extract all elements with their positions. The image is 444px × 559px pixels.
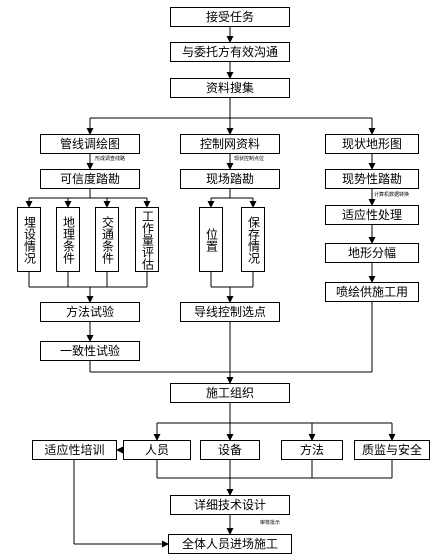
node-all-staff: 全体人员进场施工 (168, 534, 292, 554)
node-position: 位置 (199, 207, 223, 272)
node-communicate: 与委托方有效沟通 (170, 42, 290, 62)
node-preservation: 保存情况 (241, 207, 265, 272)
node-collect: 资料搜集 (170, 78, 290, 98)
node-quality-safety: 质监与安全 (354, 440, 430, 460)
node-adapt-process: 适应性处理 (325, 205, 419, 225)
node-consistency-test: 一致性试验 (40, 341, 140, 361)
node-sheet-split: 地形分幅 (325, 243, 419, 263)
node-method: 方法 (281, 440, 343, 460)
node-personnel: 人员 (123, 440, 191, 460)
node-control-net: 控制网资料 (180, 134, 280, 154)
node-site-survey: 现场踏勘 (180, 169, 280, 189)
node-burial: 埋设情况 (17, 207, 41, 272)
note-survey-route: 形成调查线路 (95, 156, 126, 162)
note-control-points: 现状控制点位 (234, 156, 265, 162)
node-feasibility-survey: 可信度踏勘 (40, 169, 140, 189)
node-terrain-survey: 现势性踏勘 (325, 169, 419, 189)
note-approval: 审核批示 (260, 520, 281, 526)
node-adapt-training: 适应性培训 (32, 440, 117, 460)
note-data-conversion: 计算机数据转换 (374, 192, 410, 198)
node-geology: 地理条件 (56, 207, 80, 272)
node-detailed-design: 详细技术设计 (170, 495, 290, 515)
node-traffic: 交通条件 (95, 207, 119, 272)
node-traverse-select: 导线控制选点 (180, 302, 280, 322)
node-terrain-map: 现状地形图 (325, 134, 419, 154)
node-spray-plot: 喷绘供施工用 (325, 282, 419, 302)
node-workload: 工作量评估 (135, 207, 159, 272)
node-equipment: 设备 (200, 440, 260, 460)
node-pipeline-map: 管线调绘图 (40, 134, 140, 154)
node-method-test: 方法试验 (40, 302, 140, 322)
node-accept-task: 接受任务 (170, 7, 290, 27)
node-construction-org: 施工组织 (170, 383, 290, 403)
